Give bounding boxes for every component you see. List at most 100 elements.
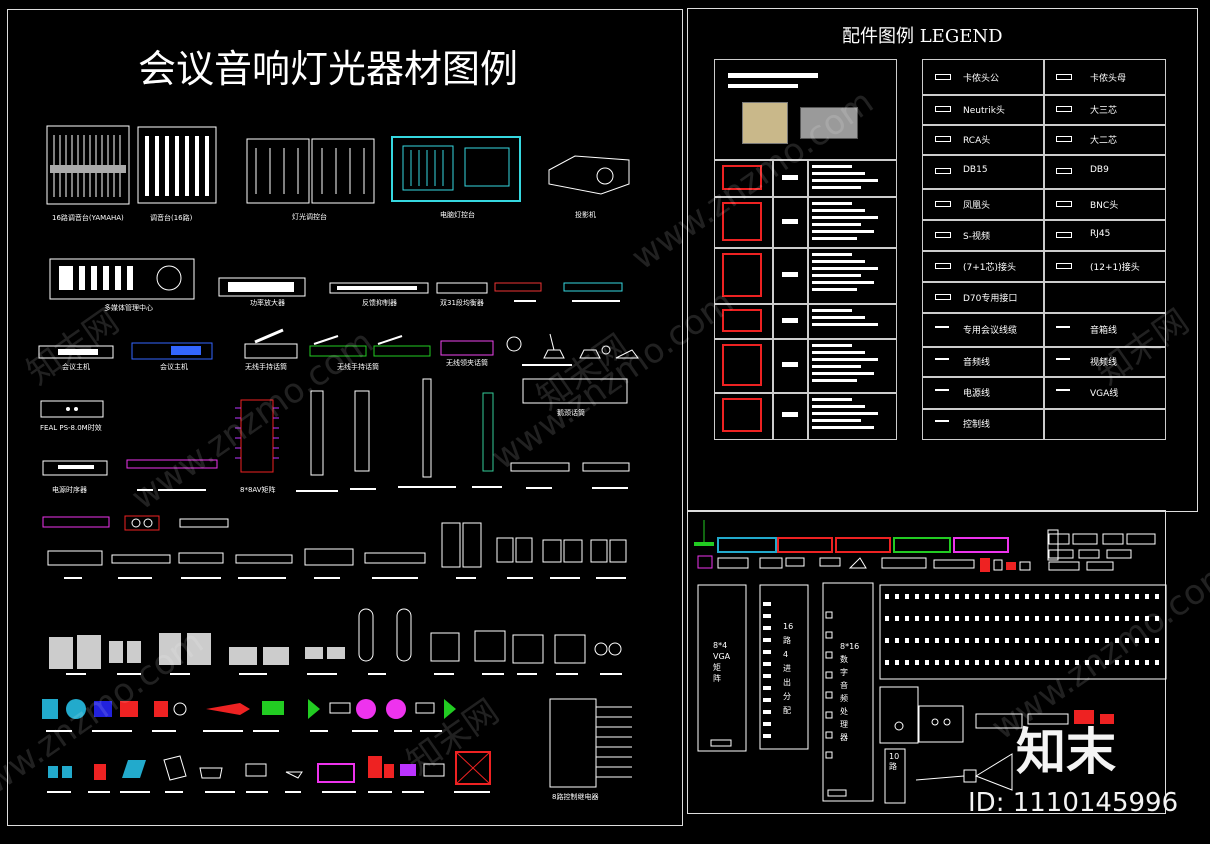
microphone-dot [1075,594,1079,599]
connector-icon [1056,136,1072,142]
microphone-dot [885,616,889,621]
underline [600,673,622,675]
legend-code-cell [772,392,809,440]
underline [368,791,392,793]
microphone-dot [1095,616,1099,621]
legend-bar [812,230,874,233]
legend-connector-label: DB15 [963,165,988,175]
microphone-dot [1055,594,1059,599]
legend-connector-cell [922,408,1045,440]
lower-right-devices [975,710,1114,729]
connector-icon [1056,73,1072,80]
underline [394,730,412,732]
light-console-device [246,138,375,204]
underline [117,673,141,675]
connector-icon [935,262,951,269]
microphone-dot [1115,638,1119,643]
white-box-device [179,518,229,528]
underline [434,673,454,675]
legend-bar [812,351,865,354]
legend-connector-cell [1043,281,1166,314]
legend-connector-label: VGA线 [1090,389,1119,399]
switch-label: 10 路 [889,752,900,771]
microphone-dot [955,616,959,621]
legend-connector-label: DB9 [1090,165,1109,175]
legend-connector-cell [1043,124,1166,156]
legend-bar [812,216,878,219]
microphone-dot [915,594,919,599]
legend-bar [812,223,861,226]
microphone-dot [1045,660,1049,665]
legend-connector-cell [1043,408,1166,440]
microphone-dot [1095,638,1099,643]
conf-host-1-label: 会议主机 [62,363,90,371]
power-seq-device [42,460,108,476]
legend-connector-label: BNC头 [1090,200,1119,211]
microphone-dot [1055,638,1059,643]
legend-panel-frame [687,8,1198,512]
microphone-dot [1045,594,1049,599]
microphone-dot [1035,594,1039,599]
microphone-dot [925,638,929,643]
lower-mid-devices [879,686,964,744]
connector-icon [1056,106,1072,112]
pc-light-console-label: 电脑灯控台 [440,211,475,219]
legend-connector-cell [922,154,1045,190]
underline [596,577,626,579]
microphone-dot [1005,594,1009,599]
microphone-dot [995,594,999,599]
microphone-dot [905,594,909,599]
connector-icon [1056,262,1072,269]
gooseneck-mics-device [506,333,639,359]
amp-2-device [364,552,426,564]
connector-icon [1056,358,1070,360]
legend-bar [812,274,861,277]
microphone-dot [915,638,919,643]
multimedia-center-device [49,258,195,300]
microphone-dot [1065,638,1069,643]
underline [454,791,490,793]
wireless-lapel-label: 无线领夹话筒 [446,359,488,367]
microphone-dot [915,616,919,621]
underline [181,577,221,579]
power-amp-device [218,277,306,297]
socket-icon [722,202,762,241]
microphone-dot [935,594,939,599]
microphone-dot [1095,660,1099,665]
underline [88,791,110,793]
microphone-dot [1055,660,1059,665]
legend-connector-label: 大二芯 [1090,136,1118,146]
microphone-dot [965,660,969,665]
legend-bar [812,267,878,270]
microphone-dot [1015,594,1019,599]
connector-icon [935,136,951,142]
microphone-dot [1125,616,1129,621]
legend-connector-label: 凤凰头 [963,200,991,211]
underline [66,673,86,675]
legend-connector-cell [922,188,1045,221]
power-amp-label: 功率放大器 [250,299,285,307]
underline [556,673,578,675]
legend-connector-cell [922,59,1045,96]
microphone-dot [995,638,999,643]
projector-label: 投影机 [575,211,596,219]
connector-icon [1056,326,1070,328]
microphone-dot [1085,638,1089,643]
rack-1-device [310,390,324,476]
underline [322,791,356,793]
magenta-bar-device [42,516,110,528]
socket-icon [722,398,762,432]
wireless-hand-device [244,328,298,359]
legend-connector-cell [1043,346,1166,378]
legend-bar [812,165,852,168]
microphone-dot [885,660,889,665]
conf-host-1-device [38,345,114,359]
legend-connector-label: 音箱线 [1090,326,1118,336]
socket-icon [722,165,762,190]
underline [517,673,537,675]
legend-connector-label: 音频线 [963,358,991,368]
legend-bar [782,412,798,417]
microphone-dot [1115,616,1119,621]
connector-icon [935,73,951,80]
underline [47,791,71,793]
